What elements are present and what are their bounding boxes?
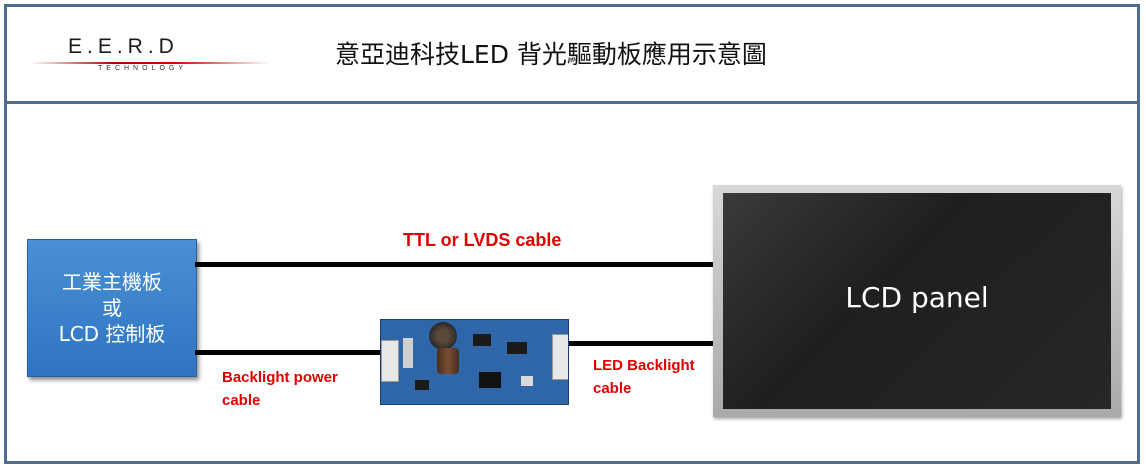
signal-cable-label: TTL or LVDS cable: [403, 230, 562, 250]
logo-swoosh: [30, 62, 270, 64]
input-connector-icon: [381, 340, 399, 382]
eerd-logo: E.E.R.D TECHNOLOGY: [30, 35, 270, 80]
chip-icon: [473, 334, 491, 346]
signal-cable: [195, 262, 715, 267]
led-driver-board: [380, 319, 569, 405]
lcd-panel-label: LCD panel: [845, 281, 989, 314]
controller-label-line3: LCD 控制板: [58, 322, 166, 346]
backlight-power-label-line1: Backlight power: [222, 369, 338, 386]
output-connector-icon: [552, 334, 568, 380]
controller-board-box: 工業主機板 或 LCD 控制板: [27, 239, 197, 377]
page-title: 意亞迪科技LED 背光驅動板應用示意圖: [335, 40, 767, 69]
lcd-screen: LCD panel: [723, 193, 1111, 409]
capacitor-icon: [437, 348, 459, 374]
inductor-icon: [429, 322, 457, 350]
resistor-icon: [415, 380, 429, 390]
logo-subtitle: TECHNOLOGY: [98, 65, 188, 72]
ic-chip-icon: [479, 372, 501, 388]
controller-label-line1: 工業主機板: [62, 270, 162, 294]
lcd-panel: LCD panel: [713, 185, 1121, 417]
smd-part-icon: [521, 376, 533, 386]
controller-label-line2: 或: [102, 296, 122, 320]
backlight-power-label-line2: cable: [222, 392, 261, 409]
led-backlight-label-line2: cable: [593, 380, 632, 397]
diagram-frame: [4, 4, 1140, 464]
led-backlight-cable: [566, 341, 715, 346]
led-backlight-cable-label: LED Backlight cable: [593, 354, 695, 400]
capacitor-row-icon: [403, 338, 413, 368]
transistor-icon: [507, 342, 527, 354]
led-backlight-label-line1: LED Backlight: [593, 357, 695, 374]
backlight-power-cable-label: Backlight power cable: [222, 366, 338, 412]
backlight-power-cable: [195, 350, 381, 355]
logo-wordmark: E.E.R.D: [68, 35, 179, 58]
header-divider: [4, 101, 1140, 104]
